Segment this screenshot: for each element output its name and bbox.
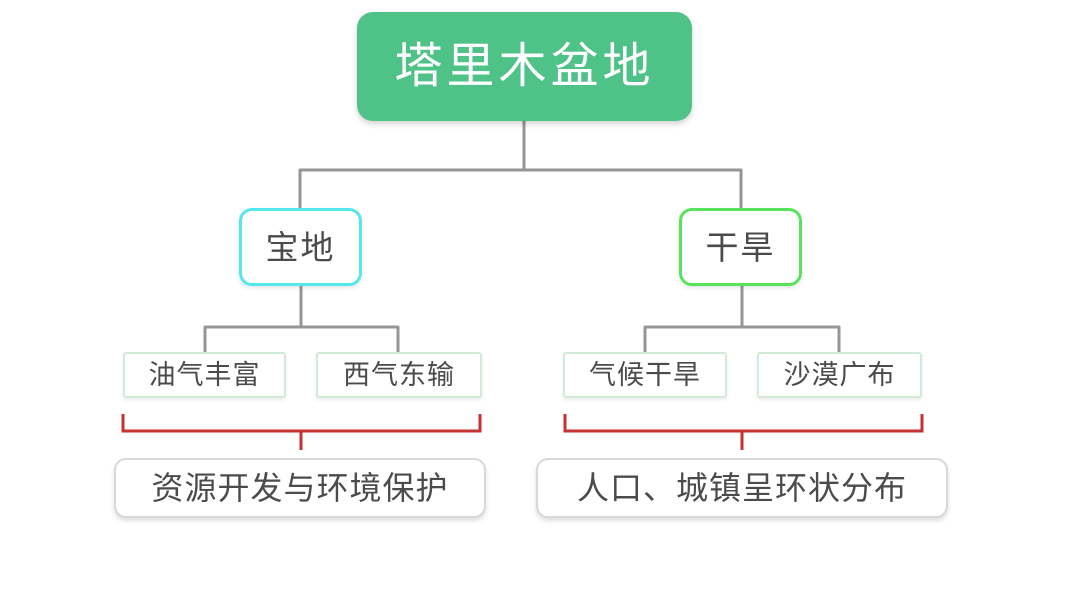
leaf-node-youqifengfu[interactable]: 油气丰富 <box>123 352 286 398</box>
leaf-node-shamoguangbu[interactable]: 沙漠广布 <box>757 352 922 398</box>
brace-right <box>563 414 924 450</box>
connector-root-to-branches <box>298 168 743 208</box>
summary-box-left[interactable]: 资源开发与环境保护 <box>114 458 486 518</box>
branch-node-ganhan[interactable]: 干旱 <box>679 208 802 286</box>
root-node[interactable]: 塔里木盆地 <box>357 12 692 121</box>
root-node-label: 塔里木盆地 <box>394 39 655 93</box>
summary-box-right[interactable]: 人口、城镇呈环状分布 <box>536 458 948 518</box>
leaf-node-label: 西气东输 <box>343 359 455 390</box>
connector-baodi-to-leaves <box>203 325 400 352</box>
leaf-node-label: 气候干旱 <box>589 359 701 390</box>
leaf-node-label: 沙漠广布 <box>783 359 896 390</box>
leaf-node-qihouganhan[interactable]: 气候干旱 <box>563 352 727 398</box>
leaf-node-xiqidongshu[interactable]: 西气东输 <box>316 352 482 398</box>
branch-node-baodi[interactable]: 宝地 <box>239 208 362 286</box>
summary-label: 资源开发与环境保护 <box>151 470 449 506</box>
summary-label: 人口、城镇呈环状分布 <box>576 470 907 506</box>
brace-left <box>121 414 482 450</box>
leaf-node-label: 油气丰富 <box>148 359 261 390</box>
branch-node-label: 干旱 <box>705 228 776 266</box>
connector-ganhan-to-leaves <box>643 325 841 352</box>
branch-node-label: 宝地 <box>265 228 336 266</box>
